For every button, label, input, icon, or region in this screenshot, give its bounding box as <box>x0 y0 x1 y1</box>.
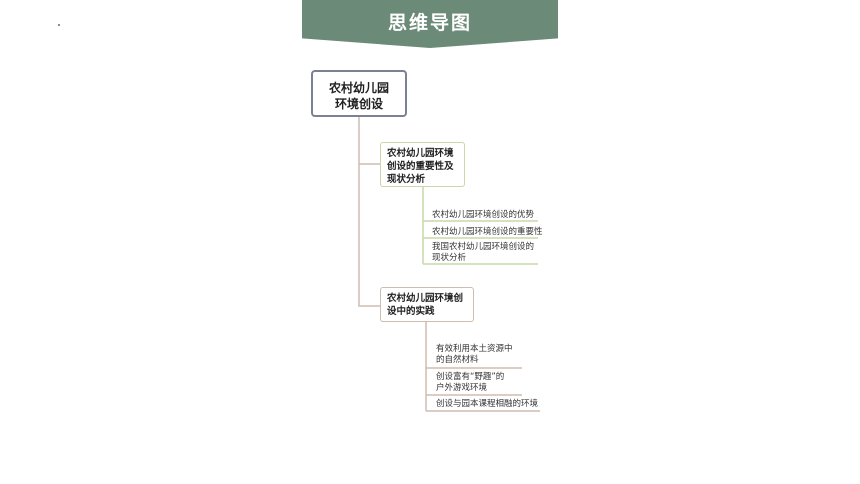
leaf-text: 农村幼儿园环境创设的重要性 <box>432 227 543 237</box>
leaf-text: 农村幼儿园环境创设的优势 <box>432 210 535 220</box>
leaf-text: 我国农村幼儿园环境创设的 <box>432 242 535 252</box>
leaf-text: 的自然材料 <box>436 355 479 365</box>
page-title: 思维导图 <box>387 12 472 34</box>
branch-node-importance: 农村幼儿园环境 创设的重要性及 现状分析 <box>380 142 465 187</box>
stray-dot <box>58 24 60 26</box>
branch2-line-1: 农村幼儿园环境创 <box>387 293 464 304</box>
leaf-outdoor-play: 创设富有“野趣”的 户外游戏环境 <box>436 372 504 394</box>
branch-node-practice: 农村幼儿园环境创 设中的实践 <box>380 287 474 322</box>
leaf-natural-materials: 有效利用本土资源中 的自然材料 <box>436 344 513 366</box>
leaf-curriculum: 创设与园本课程相融的环境 <box>436 399 538 410</box>
branch2-line-2: 设中的实践 <box>387 306 435 317</box>
leaf-text: 创设富有“野趣”的 <box>436 372 505 382</box>
leaf-text: 创设与园本课程相融的环境 <box>436 399 539 409</box>
branch1-line-3: 现状分析 <box>387 174 426 185</box>
root-node: 农村幼儿园 环境创设 <box>311 70 407 117</box>
leaf-text: 现状分析 <box>432 253 467 263</box>
leaf-text: 户外游戏环境 <box>436 383 488 393</box>
title-banner: 思维导图 <box>302 0 558 48</box>
branch1-line-1: 农村幼儿园环境 <box>387 148 454 159</box>
root-line-1: 农村幼儿园 <box>328 81 389 95</box>
leaf-status: 我国农村幼儿园环境创设的 现状分析 <box>432 242 534 264</box>
leaf-importance: 农村幼儿园环境创设的重要性 <box>432 227 543 238</box>
root-line-2: 环境创设 <box>334 97 383 111</box>
leaf-advantage: 农村幼儿园环境创设的优势 <box>432 210 534 221</box>
leaf-text: 有效利用本土资源中 <box>436 344 513 354</box>
branch1-line-2: 创设的重要性及 <box>387 161 454 172</box>
connector-root-trunk <box>358 117 380 307</box>
